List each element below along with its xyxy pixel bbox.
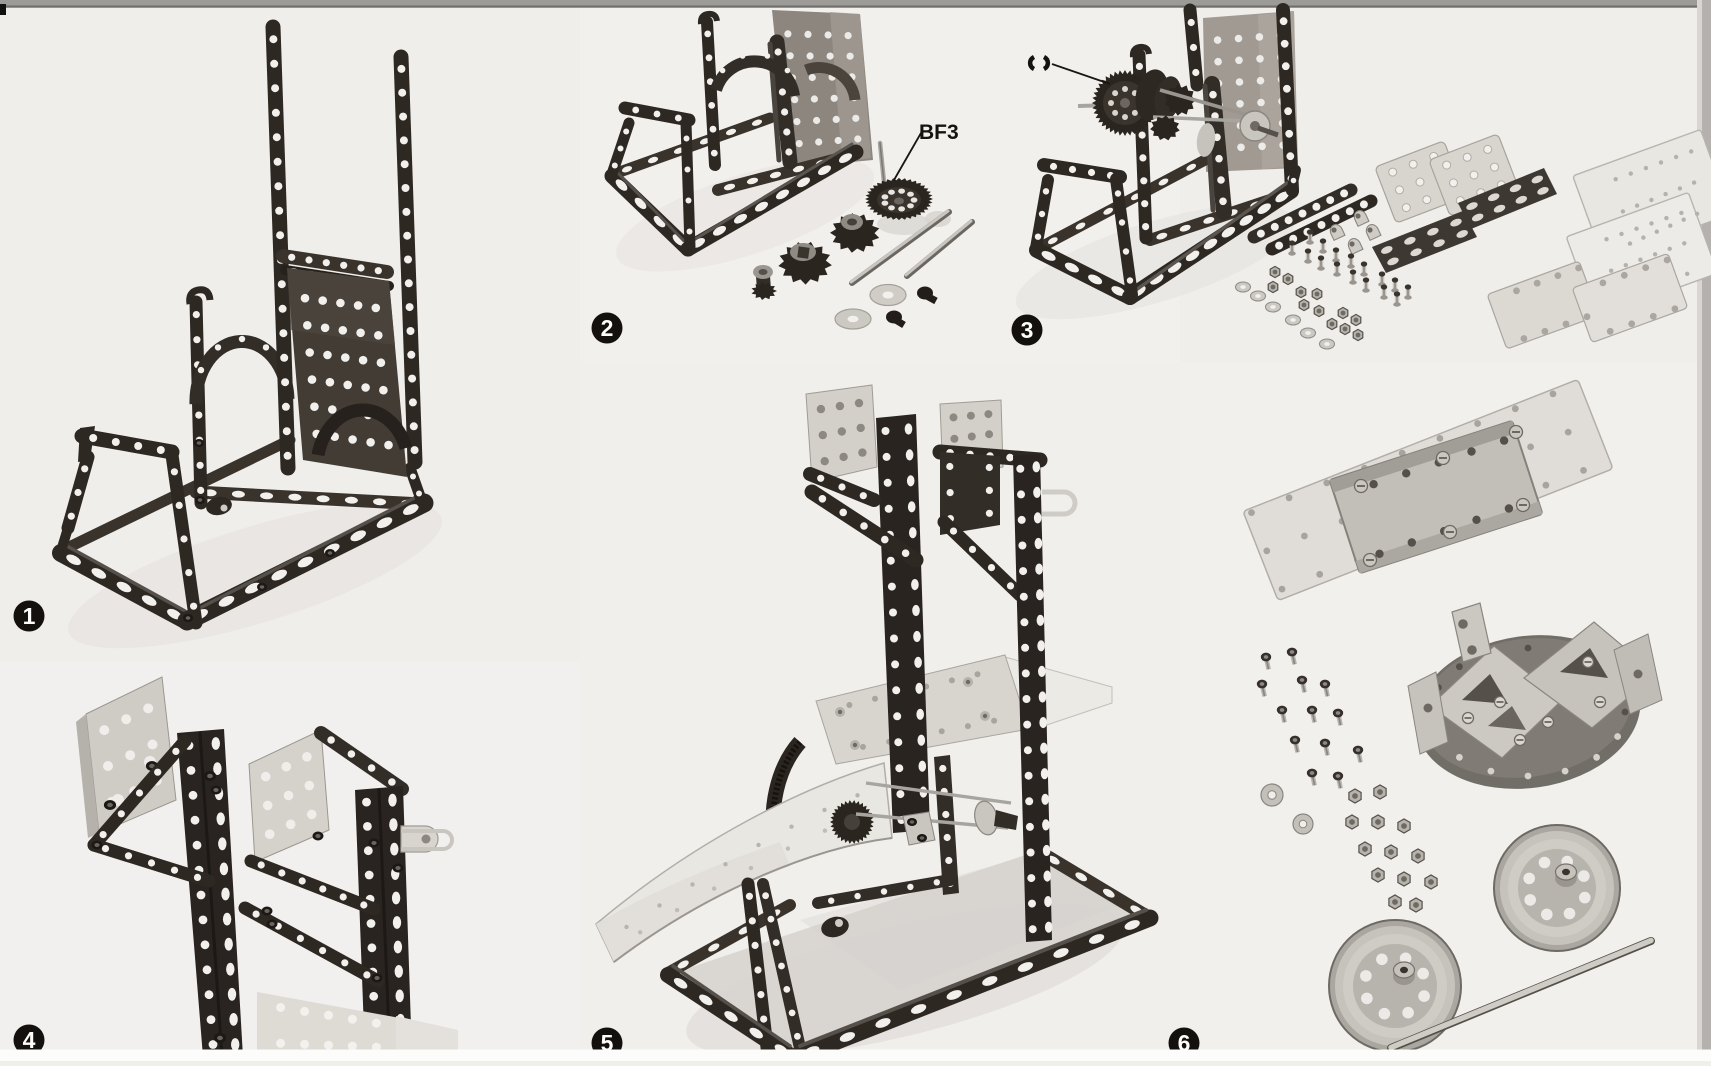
svg-text:4: 4: [23, 1027, 36, 1053]
svg-text:1: 1: [23, 603, 36, 629]
svg-text:BF3: BF3: [919, 121, 959, 144]
svg-text:3: 3: [1021, 317, 1034, 343]
svg-text:2: 2: [601, 315, 614, 341]
